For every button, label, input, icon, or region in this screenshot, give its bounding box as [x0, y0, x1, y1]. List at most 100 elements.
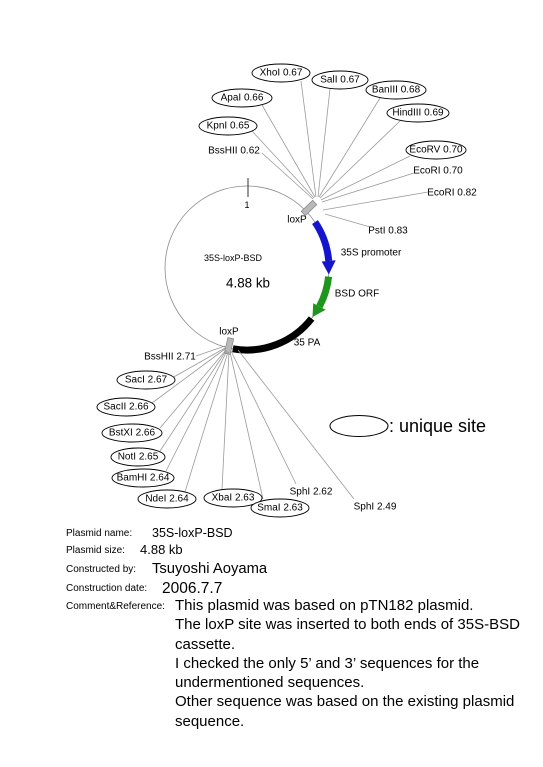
- site-pointer-line: [321, 172, 415, 203]
- site-label-text: EcoRV 0.70: [409, 145, 463, 156]
- orf-arc: [316, 276, 333, 309]
- unique-site-marker: [203, 488, 263, 508]
- polya-label: 35 PA: [294, 338, 321, 349]
- site-label-text: SacI 2.67: [125, 375, 168, 386]
- site-label-text: XhoI 0.67: [260, 68, 303, 79]
- site-pointer-line: [195, 345, 226, 357]
- site-label-text: NdeI 2.64: [145, 494, 189, 505]
- site-label-text: SphI 2.49: [354, 502, 397, 513]
- unique-site-marker: [96, 397, 156, 417]
- site-pointer-line: [159, 350, 227, 452]
- site-pointer-line: [237, 349, 355, 500]
- construction-date-label: Construction date:: [66, 583, 148, 594]
- unique-site-marker: [101, 423, 163, 443]
- site-pointer-line: [165, 350, 228, 472]
- comment-text: This plasmid was based on pTN182 plasmid…: [175, 596, 520, 731]
- restriction-site-label: SmaI 2.63: [250, 498, 310, 518]
- restriction-site-label: NdeI 2.64: [137, 489, 197, 509]
- comment-line: cassette.: [175, 635, 236, 653]
- restriction-site-label: BssHII 2.71: [144, 352, 196, 363]
- restriction-site-label: EcoRI 0.82: [427, 188, 477, 199]
- origin-tick-label: 1: [244, 200, 249, 210]
- comment-line: undermentioned sequences.: [175, 674, 365, 692]
- site-pointer-line: [320, 155, 411, 201]
- site-label-text: SalI 0.67: [320, 75, 360, 86]
- site-pointer-line: [317, 88, 331, 198]
- site-pointer-lines: [151, 80, 429, 500]
- site-pointer-line: [322, 191, 429, 211]
- unique-site-marker: [250, 498, 310, 518]
- restriction-site-label: SacII 2.66: [96, 397, 156, 417]
- unique-site-marker: [110, 447, 166, 467]
- comment-line: The loxP site was inserted to both ends …: [175, 616, 520, 634]
- site-pointer-line: [184, 351, 229, 493]
- restriction-site-label: ApaI 0.66: [211, 88, 273, 108]
- promoter-arc: [312, 220, 333, 262]
- restriction-site-label: SalI 0.67: [311, 70, 369, 90]
- site-pointer-line: [229, 351, 264, 500]
- legend-ellipse-icon: [329, 415, 389, 437]
- unique-site-marker: [137, 489, 197, 509]
- loxp-bottom-label: loxP: [219, 327, 239, 338]
- site-label-text: ApaI 0.66: [221, 93, 264, 104]
- plasmid-size-label: Plasmid size:: [66, 545, 125, 556]
- unique-site-marker: [405, 140, 467, 160]
- loxp-site-marker-top: [300, 199, 318, 217]
- site-label-text: BamHI 2.64: [117, 473, 170, 484]
- site-label-text: BssHII 0.62: [208, 146, 260, 157]
- site-label-text: EcoRI 0.70: [413, 166, 463, 177]
- plasmid-size-value: 4.88 kb: [140, 542, 183, 557]
- comment-line: I checked the only 5’ and 3’ sequences f…: [175, 654, 480, 672]
- site-pointer-line: [151, 348, 226, 404]
- site-label-text: XbaI 2.63: [212, 493, 255, 504]
- comment-line: This plasmid was based on pTN182 plasmid…: [175, 597, 474, 614]
- unique-site-marker: [211, 88, 273, 108]
- restriction-site-label: XhoI 0.67: [251, 63, 311, 83]
- unique-site-marker: [111, 468, 175, 488]
- construction-date-value: 2006.7.7: [162, 580, 223, 597]
- plasmid-name-value: 35S-loxP-BSD: [152, 526, 233, 540]
- restriction-site-label: EcoRV 0.70: [405, 140, 467, 160]
- site-label-text: SphI 2.62: [290, 487, 333, 498]
- site-label-text: SacII 2.66: [103, 402, 148, 413]
- site-label-text: SmaI 2.63: [257, 503, 303, 514]
- site-pointer-line: [300, 80, 317, 198]
- site-pointer-line: [230, 350, 297, 485]
- promoter-label: 35S promoter: [341, 248, 402, 259]
- polya-arc: [232, 316, 315, 354]
- site-label-text: PstI 0.83: [368, 226, 408, 237]
- site-pointer-line: [318, 97, 381, 198]
- unique-site-marker: [311, 70, 369, 90]
- plasmid-name-center: 35S-loxP-BSD: [204, 253, 263, 263]
- orf-label: BSD ORF: [335, 289, 379, 300]
- unique-site-marker: [116, 370, 176, 390]
- site-pointer-line: [171, 347, 226, 379]
- restriction-site-label: PstI 0.83: [368, 226, 408, 237]
- legend: : unique site: [329, 415, 486, 437]
- site-pointer-line: [159, 349, 227, 429]
- site-label-text: HindIII 0.69: [392, 108, 444, 119]
- restriction-site-label: NotI 2.65: [110, 447, 166, 467]
- site-pointer-line: [221, 351, 230, 490]
- site-label-text: EcoRI 0.82: [427, 188, 477, 199]
- promoter-arrowhead: [321, 260, 336, 275]
- site-label-text: NotI 2.65: [118, 452, 159, 463]
- restriction-site-label: BanIII 0.68: [365, 80, 427, 100]
- plasmid-name-label: Plasmid name:: [66, 528, 133, 539]
- plasmid-size-center: 4.88 kb: [226, 276, 270, 291]
- site-pointer-line: [261, 104, 316, 198]
- site-label-text: BssHII 2.71: [144, 352, 196, 363]
- restriction-site-label: KpnI 0.65: [198, 116, 258, 136]
- constructed-by-label: Constructed by:: [66, 564, 137, 575]
- restriction-site-label: BssHII 0.62: [208, 146, 260, 157]
- restriction-site-label: BstXI 2.66: [101, 423, 163, 443]
- site-pointer-line: [319, 120, 401, 199]
- legend-text: : unique site: [389, 416, 486, 436]
- restriction-site-label: XbaI 2.63: [203, 488, 263, 508]
- restriction-site-labels: XhoI 0.67 SalI 0.67 ApaI 0.66 BanIII 0.6…: [96, 63, 477, 518]
- site-label-text: KpnI 0.65: [207, 121, 250, 132]
- comment-line: Other sequence was based on the existing…: [175, 693, 515, 711]
- loxp-top-label: loxP: [287, 215, 307, 226]
- site-pointer-line: [324, 213, 371, 228]
- site-pointer-line: [261, 152, 314, 200]
